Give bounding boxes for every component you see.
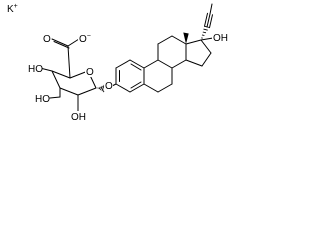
- ring-d: [185, 39, 212, 67]
- carboxylate-anion-label: O−: [79, 33, 91, 45]
- methyl-wedge-bond: [183, 32, 189, 44]
- glycosidic-oxygen-label: O: [105, 81, 113, 92]
- c2-hydroxyl-label: OH: [71, 112, 86, 123]
- carboxylate-group: [51, 38, 80, 79]
- ring-a-aromatic: [115, 59, 145, 93]
- steroid-skeleton: [115, 3, 214, 93]
- ring-b: [143, 59, 173, 93]
- carboxyl-oxygen-label: O: [43, 34, 51, 45]
- c4-hydroxyl-label: HO: [28, 64, 43, 75]
- chemical-structure: K+ O O− O O HO HO OH OH: [7, 3, 228, 123]
- alkyne-triple-bond: [204, 3, 213, 29]
- c3-hydroxyl-label: HO: [35, 94, 50, 105]
- ethynyl-hashed-bond: [201, 25, 210, 39]
- ring-c: [157, 35, 187, 69]
- ring-oxygen-label: O: [86, 67, 94, 78]
- potassium-ion-label: K+: [7, 3, 18, 15]
- c17-hydroxyl-label: OH: [213, 33, 228, 44]
- c17-oh-bond: [200, 37, 214, 41]
